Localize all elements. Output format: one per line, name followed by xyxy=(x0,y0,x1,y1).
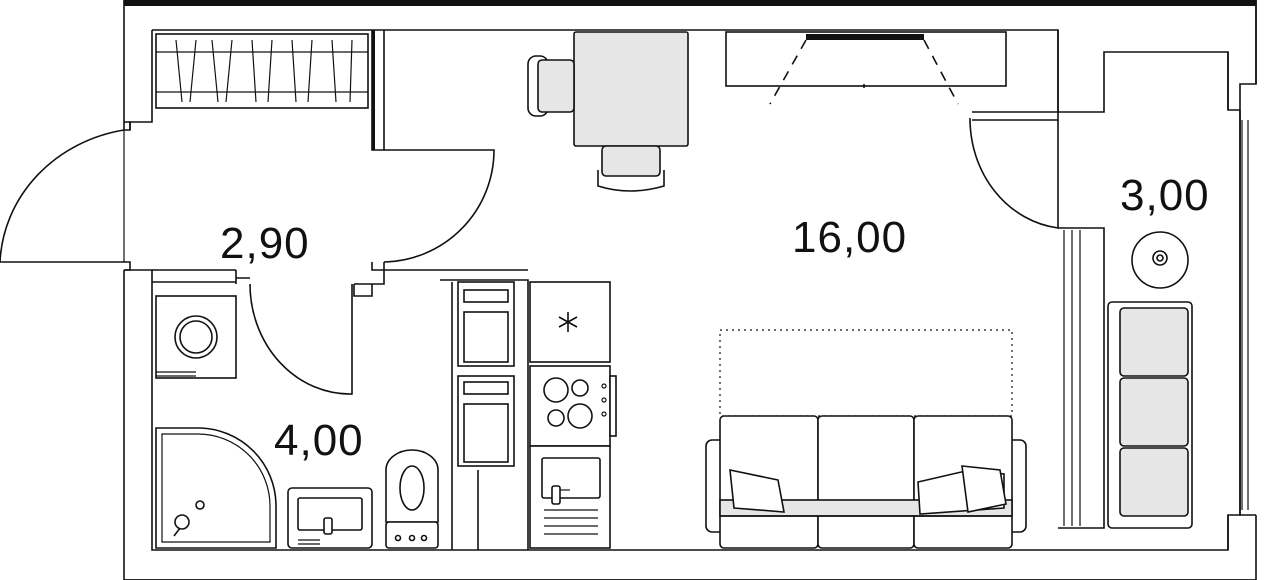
balcony-door xyxy=(969,117,1059,229)
shower-icon xyxy=(155,427,277,549)
kitchen-column xyxy=(457,281,515,467)
room-area-living-room: 16,00 xyxy=(792,213,907,262)
bathroom-door xyxy=(249,283,353,395)
room-area-bathroom: 4,00 xyxy=(274,416,364,465)
hallway-door xyxy=(383,149,495,263)
sink-icon xyxy=(287,487,373,549)
entrance-door xyxy=(0,129,125,263)
balcony-table-icon xyxy=(1107,231,1193,529)
chair-icon xyxy=(597,145,665,192)
outer-walls xyxy=(123,0,1257,580)
stove-icon xyxy=(529,365,617,447)
freezer-snowflake-icon xyxy=(529,281,611,363)
toilet-icon xyxy=(385,449,439,549)
interior-walls xyxy=(152,30,529,550)
tv-icon xyxy=(725,31,1007,105)
chair-icon xyxy=(527,55,575,117)
sofa-icon xyxy=(705,329,1027,549)
table-icon xyxy=(573,31,689,147)
wardrobe xyxy=(155,33,369,109)
dining-set xyxy=(527,31,689,192)
room-area-balcony: 3,00 xyxy=(1120,171,1210,220)
washing-machine-icon xyxy=(155,295,237,379)
room-area-hallway: 2,90 xyxy=(220,219,310,268)
kitchen-sink-icon xyxy=(529,445,611,549)
